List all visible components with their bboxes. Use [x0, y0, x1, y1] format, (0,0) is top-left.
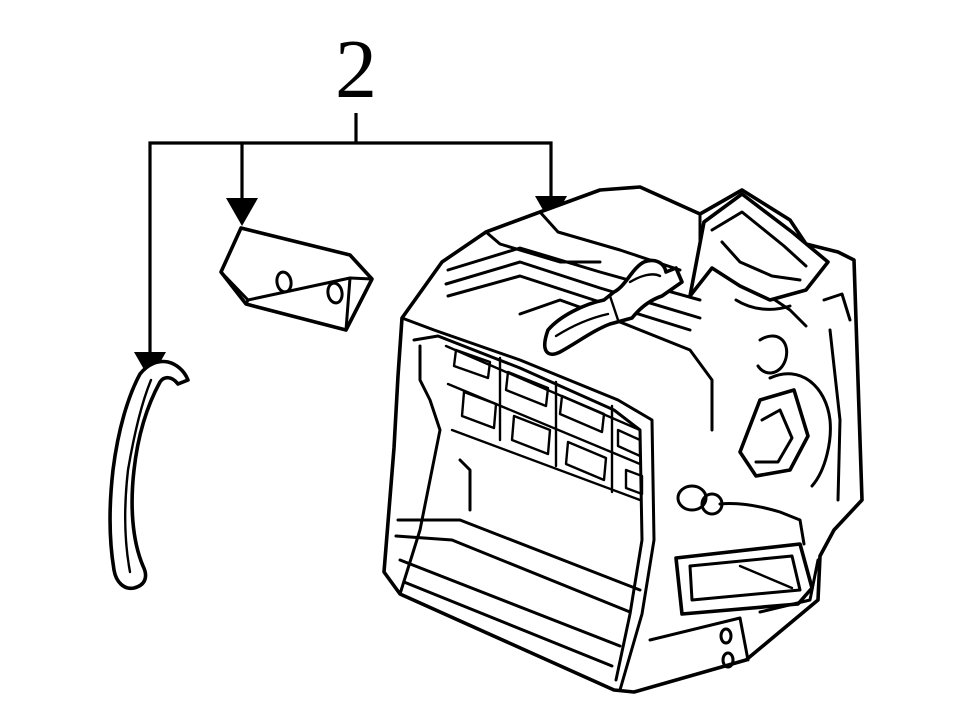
top-connector	[543, 258, 684, 356]
grille	[444, 344, 644, 502]
hose-part	[108, 359, 190, 591]
heater-housing-part	[382, 185, 864, 694]
foam-seal-part	[219, 226, 374, 332]
lower-port	[674, 542, 814, 616]
upper-duct	[688, 192, 830, 311]
callout-number: 2	[335, 23, 377, 116]
small-fitting	[676, 484, 806, 546]
arrow-to-seal	[226, 198, 258, 226]
